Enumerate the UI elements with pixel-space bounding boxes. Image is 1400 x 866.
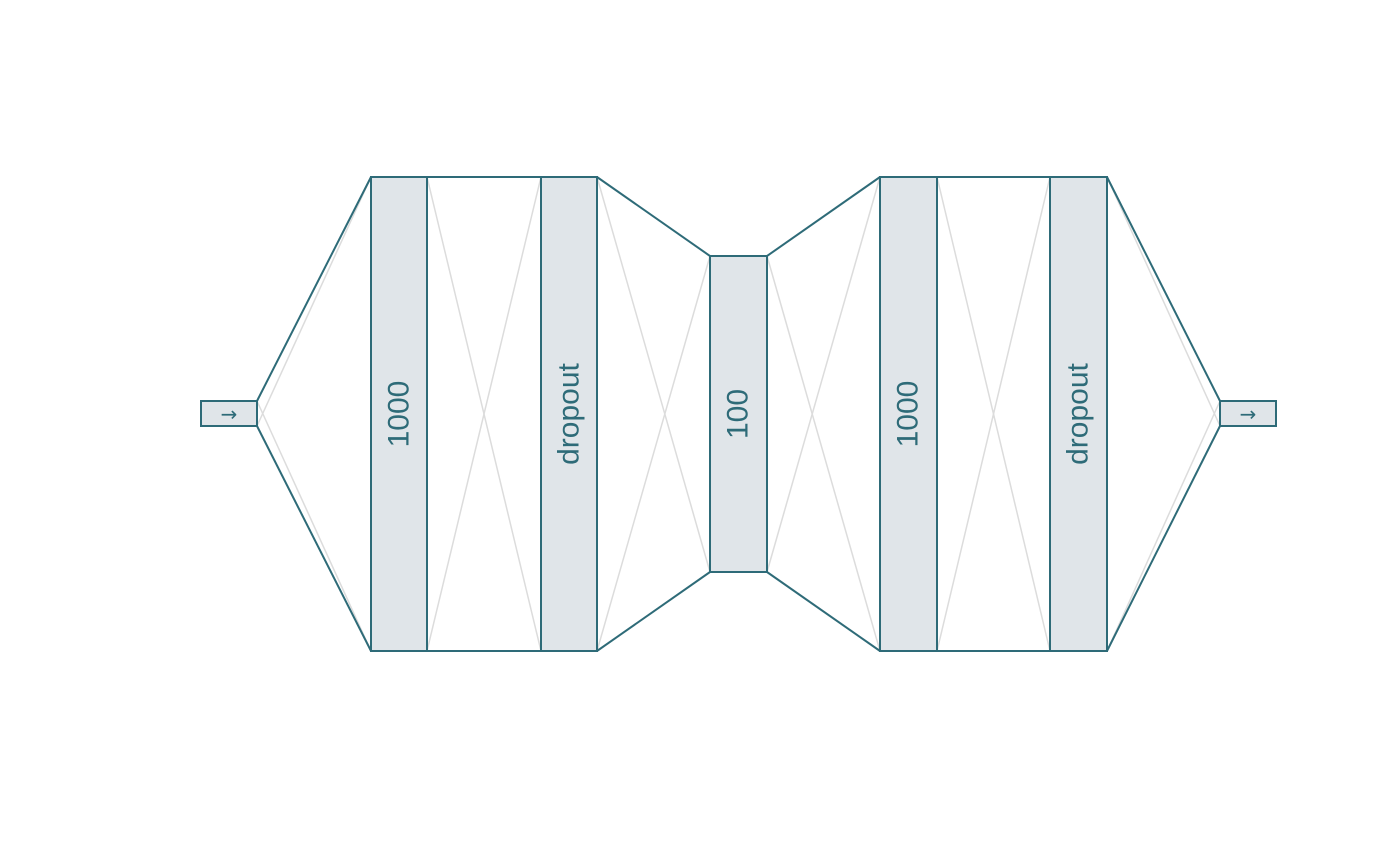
cross-edge: [256, 400, 372, 652]
dense-layer-2-box: [879, 176, 938, 652]
bottleneck-layer-label: 100: [722, 389, 755, 439]
dense-layer-2: 1000: [879, 176, 938, 652]
cross-edge: [426, 176, 542, 652]
input-node: →: [200, 400, 258, 427]
arrow-right-icon: →: [1240, 402, 1257, 426]
cross-edge: [1106, 176, 1221, 427]
input-box: [200, 400, 258, 427]
bottleneck-layer-box: [709, 255, 768, 573]
cross-edge: [596, 255, 711, 652]
top-edge: [766, 176, 881, 257]
arrow-right-icon: →: [221, 402, 238, 426]
cross-edge: [766, 176, 881, 573]
dropout-layer-2-box: [1049, 176, 1108, 652]
cross-edge: [256, 176, 372, 427]
dense-layer-1: 1000: [370, 176, 428, 652]
bottom-edge: [1106, 425, 1221, 652]
dense-layer-1-label: 1000: [383, 381, 416, 448]
bottom-edge: [596, 571, 711, 652]
cross-edge: [936, 176, 1051, 652]
output-box: [1219, 400, 1277, 427]
cross-connections: [256, 176, 1221, 652]
cross-edge: [1106, 400, 1221, 652]
cross-edge: [596, 176, 711, 573]
bottom-edge: [766, 571, 881, 652]
layer-connections: [256, 176, 1221, 652]
dense-layer-1-box: [370, 176, 428, 652]
bottom-edge: [256, 425, 372, 652]
dense-layer-2-label: 1000: [892, 381, 925, 448]
dropout-layer-2-label: dropout: [1062, 362, 1095, 464]
dropout-layer-1-label: dropout: [553, 362, 586, 464]
output-node: →: [1219, 400, 1277, 427]
top-edge: [596, 176, 711, 257]
cross-edge: [766, 255, 881, 652]
top-edge: [256, 176, 372, 402]
dropout-layer-2: dropout: [1049, 176, 1108, 652]
dropout-layer-1-box: [540, 176, 598, 652]
bottleneck-layer: 100: [709, 255, 768, 573]
top-edge: [1106, 176, 1221, 402]
dropout-layer-1: dropout: [540, 176, 598, 652]
